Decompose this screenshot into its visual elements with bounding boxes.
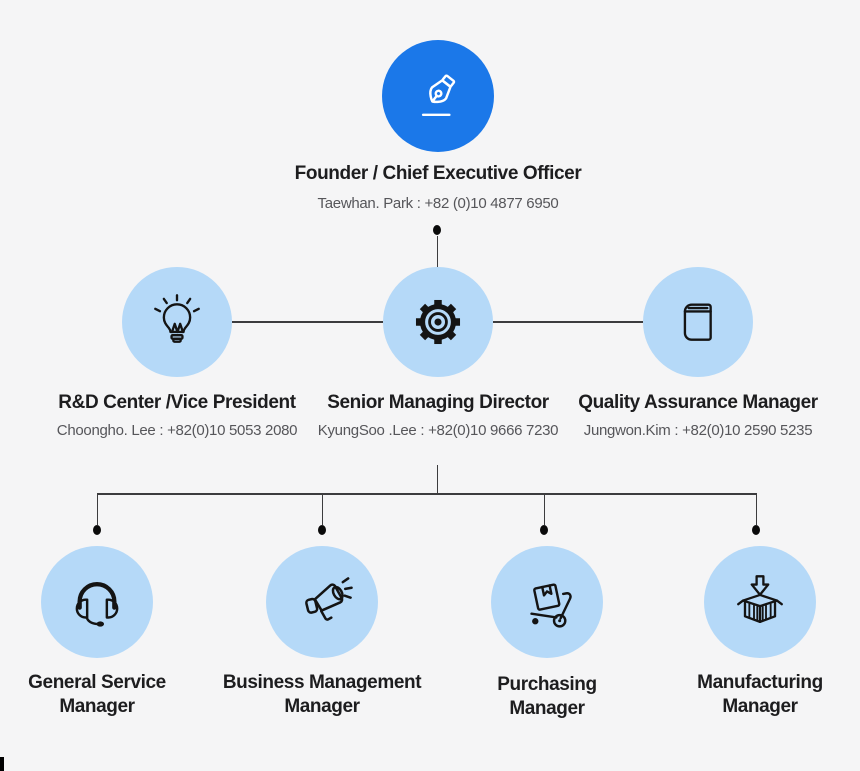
gsm-circle	[41, 546, 153, 658]
connector-dot	[752, 525, 760, 535]
pm-title-line2: Manager	[509, 698, 585, 719]
megaphone-icon	[291, 571, 353, 633]
connector-drop-1	[96, 494, 98, 525]
mm-title-line2: Manager	[722, 696, 798, 717]
connector-dot	[433, 225, 441, 235]
book-icon	[671, 295, 725, 349]
connector-drop-4	[755, 494, 757, 525]
gsm-title: General Service Manager	[0, 671, 237, 719]
ceo-circle	[382, 40, 494, 152]
mm-title-line1: Manufacturing	[697, 672, 823, 693]
ceo-contact: Taewhan. Park : +82 (0)10 4877 6950	[317, 195, 559, 212]
pm-title-line1: Purchasing	[497, 674, 597, 695]
edge-artifact	[0, 757, 4, 771]
connector-line-stem	[436, 465, 438, 494]
smd-title: Senior Managing Director	[327, 392, 549, 413]
fountain-pen-icon	[410, 68, 466, 124]
mm-title: Manufacturing Manager	[620, 671, 860, 719]
open-box-icon	[729, 571, 791, 633]
rnd-circle	[122, 267, 232, 377]
connector-dot	[93, 525, 101, 535]
qa-contact: Jungwon.Kim : +82(0)10 2590 5235	[583, 422, 813, 439]
bmm-title-line1: Business Management	[222, 672, 422, 693]
gsm-title-line2: Manager	[59, 696, 135, 717]
bmm-title-line2: Manager	[284, 696, 360, 717]
gear-icon	[408, 292, 468, 352]
rnd-contact: Choongho. Lee : +82(0)10 5053 2080	[56, 422, 298, 439]
lightbulb-icon	[148, 293, 206, 351]
pm-circle	[491, 546, 603, 658]
connector-line-l2-left	[232, 321, 383, 323]
connector-drop-3	[543, 494, 545, 525]
hand-truck-icon	[517, 572, 577, 632]
headset-icon	[67, 572, 127, 632]
qa-title: Quality Assurance Manager	[578, 392, 818, 413]
gsm-title-line1: General Service	[28, 672, 166, 693]
smd-contact: KyungSoo .Lee : +82(0)10 9666 7230	[317, 422, 559, 439]
smd-circle	[383, 267, 493, 377]
qa-circle	[643, 267, 753, 377]
connector-line-bus	[96, 493, 757, 495]
bmm-title: Business Management Manager	[182, 671, 462, 719]
connector-dot	[318, 525, 326, 535]
ceo-title: Founder / Chief Executive Officer	[294, 163, 582, 184]
mm-circle	[704, 546, 816, 658]
connector-line-ceo	[436, 236, 438, 268]
rnd-title: R&D Center /Vice President	[58, 392, 296, 413]
pm-title: Purchasing Manager	[407, 673, 687, 721]
connector-dot	[540, 525, 548, 535]
connector-line-l2-right	[493, 321, 643, 323]
connector-drop-2	[321, 494, 323, 525]
bmm-circle	[266, 546, 378, 658]
